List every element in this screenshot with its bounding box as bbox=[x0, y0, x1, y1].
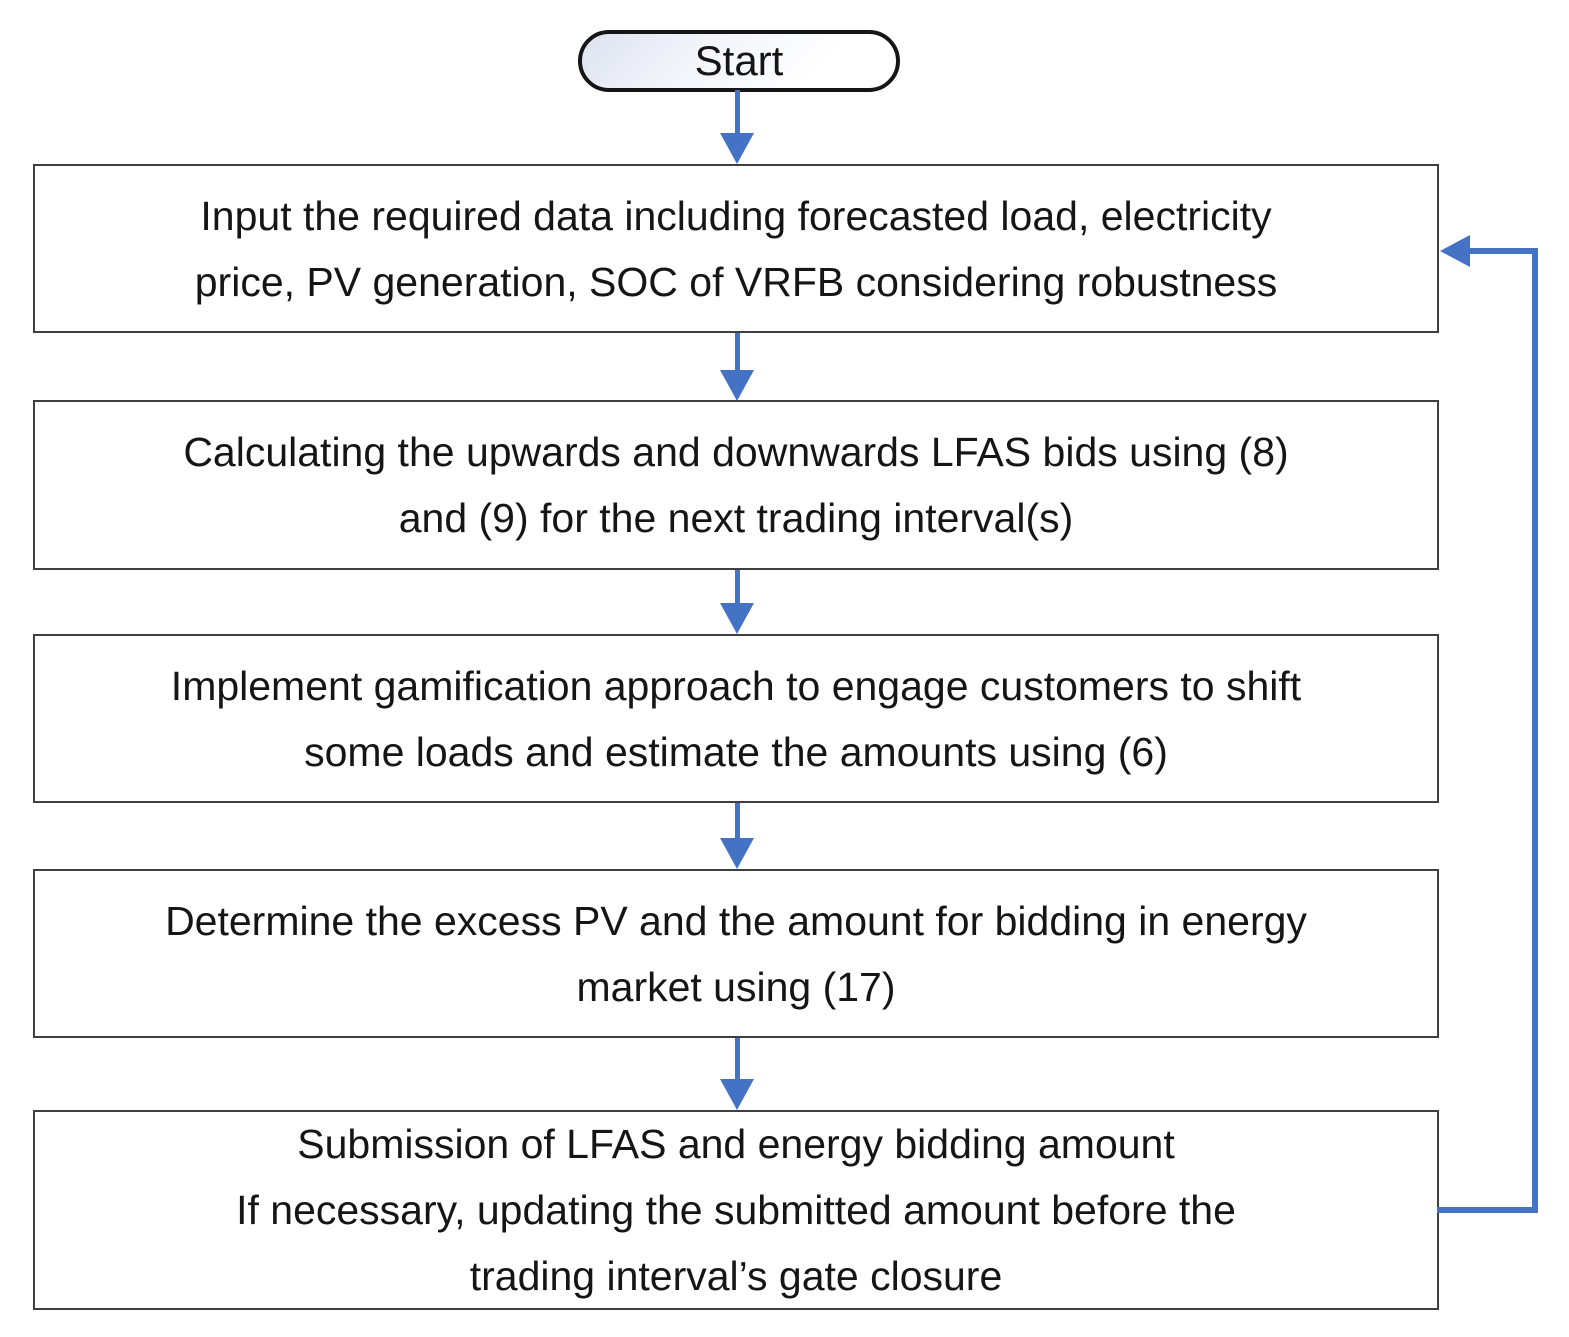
arrowhead-down-icon bbox=[720, 603, 754, 634]
step-box-gamification: Implement gamification approach to engag… bbox=[33, 634, 1439, 803]
arrowhead-left-icon bbox=[1440, 235, 1470, 267]
feedback-connector-top-segment bbox=[1466, 248, 1538, 254]
start-node: Start bbox=[578, 30, 900, 92]
step-text: Input the required data including foreca… bbox=[194, 192, 1278, 305]
step-box-calculate-lfas-bids: Calculating the upwards and downwards LF… bbox=[33, 400, 1439, 570]
connector-line-step1-to-step2 bbox=[735, 333, 740, 372]
arrowhead-down-icon bbox=[720, 838, 754, 869]
connector-line-step3-to-step4 bbox=[735, 803, 740, 840]
step-text: Calculating the upwards and downwards LF… bbox=[183, 429, 1289, 541]
arrowhead-down-icon bbox=[720, 370, 754, 401]
step-text: Determine the excess PV and the amount f… bbox=[165, 897, 1307, 1010]
feedback-connector-bottom-segment bbox=[1437, 1207, 1538, 1213]
step-text: Implement gamification approach to engag… bbox=[170, 662, 1302, 775]
connector-line-step2-to-step3 bbox=[735, 570, 740, 605]
arrowhead-down-icon bbox=[720, 1079, 754, 1110]
feedback-connector-vertical-segment bbox=[1532, 248, 1538, 1213]
connector-line-step4-to-step5 bbox=[735, 1038, 740, 1080]
step-box-submission: Submission of LFAS and energy bidding am… bbox=[33, 1110, 1439, 1310]
step-box-input-data: Input the required data including foreca… bbox=[33, 164, 1439, 333]
start-label: Start bbox=[694, 37, 784, 84]
connector-line-start-to-step1 bbox=[735, 90, 740, 135]
step-box-excess-pv: Determine the excess PV and the amount f… bbox=[33, 869, 1439, 1038]
arrowhead-down-icon bbox=[720, 133, 754, 164]
step-text: Submission of LFAS and energy bidding am… bbox=[236, 1121, 1236, 1299]
